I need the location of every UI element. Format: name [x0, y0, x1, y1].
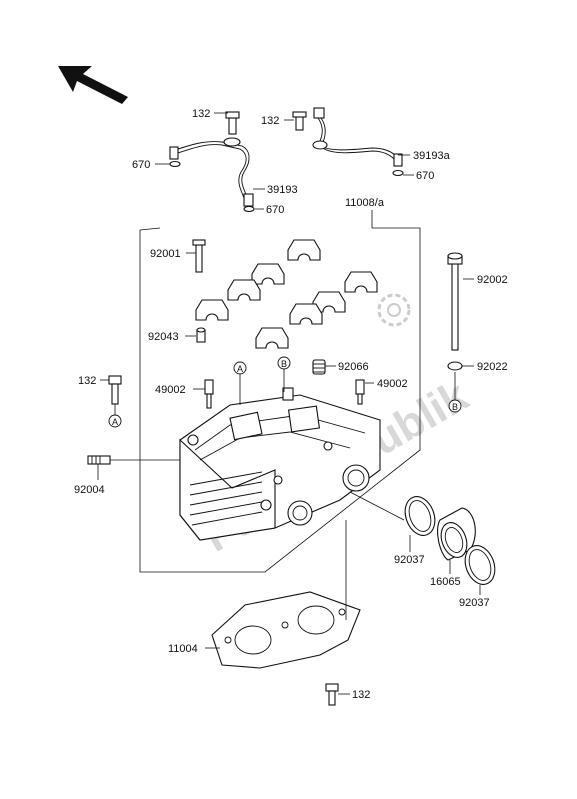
- label-11008a: 11008/a: [345, 197, 385, 209]
- label-92043: 92043: [148, 331, 179, 343]
- bolt-92001: [192, 239, 206, 273]
- camshaft-caps: [195, 239, 378, 349]
- svg-text:A: A: [112, 417, 118, 427]
- svg-text:B: B: [281, 359, 287, 369]
- label-49002-right: 49002: [377, 378, 408, 390]
- label-132-side: 132: [78, 375, 96, 387]
- marker-a-top: A: [233, 361, 247, 375]
- gear-icon: [377, 293, 411, 327]
- bolt-132-bottom: [325, 683, 339, 706]
- marker-b-top: B: [277, 356, 291, 370]
- oil-bolt-49002-right: [355, 379, 365, 405]
- cylinder-head: [179, 387, 381, 541]
- stud-92004: [87, 455, 111, 465]
- label-132-top-right: 132: [261, 115, 279, 127]
- front-arrow-icon: [58, 66, 128, 104]
- stud-92002: [447, 252, 463, 351]
- label-132-top-left: 132: [192, 108, 210, 120]
- spring-92066: [312, 359, 326, 375]
- label-670-right: 670: [416, 170, 434, 182]
- oil-pipe-right: [292, 107, 404, 177]
- head-gasket-11004: [211, 591, 361, 669]
- label-16065: 16065: [430, 576, 461, 588]
- label-39193a: 39193a: [413, 150, 451, 162]
- oil-bolt-49002-left: [204, 379, 214, 409]
- oil-pipe-left: [169, 111, 255, 213]
- label-92002: 92002: [477, 274, 508, 286]
- label-670-left: 670: [132, 159, 150, 171]
- clamp-92037-left: [404, 496, 436, 536]
- marker-b-side: B: [448, 399, 462, 413]
- label-670-lower: 670: [266, 204, 284, 216]
- bolt-132-side: [108, 375, 122, 405]
- label-132-bottom: 132: [352, 689, 370, 701]
- label-92001: 92001: [150, 248, 181, 260]
- label-92004: 92004: [74, 484, 105, 496]
- svg-text:B: B: [452, 402, 458, 412]
- label-49002-left: 49002: [155, 384, 186, 396]
- svg-text:A: A: [237, 364, 243, 374]
- dowel-92043: [196, 327, 206, 343]
- cylinder-head-outline: [139, 227, 421, 573]
- label-92066: 92066: [338, 361, 369, 373]
- label-11004: 11004: [168, 643, 198, 655]
- marker-a-side: A: [108, 414, 122, 428]
- label-92037-right: 92037: [459, 597, 490, 609]
- intake-holder-16065: [437, 507, 476, 561]
- washer-92022: [447, 361, 463, 371]
- label-92037-left: 92037: [394, 554, 425, 566]
- clamp-92037-right: [464, 545, 496, 585]
- leader-lines: [97, 112, 481, 695]
- label-39193: 39193: [267, 184, 298, 196]
- label-92022: 92022: [477, 361, 508, 373]
